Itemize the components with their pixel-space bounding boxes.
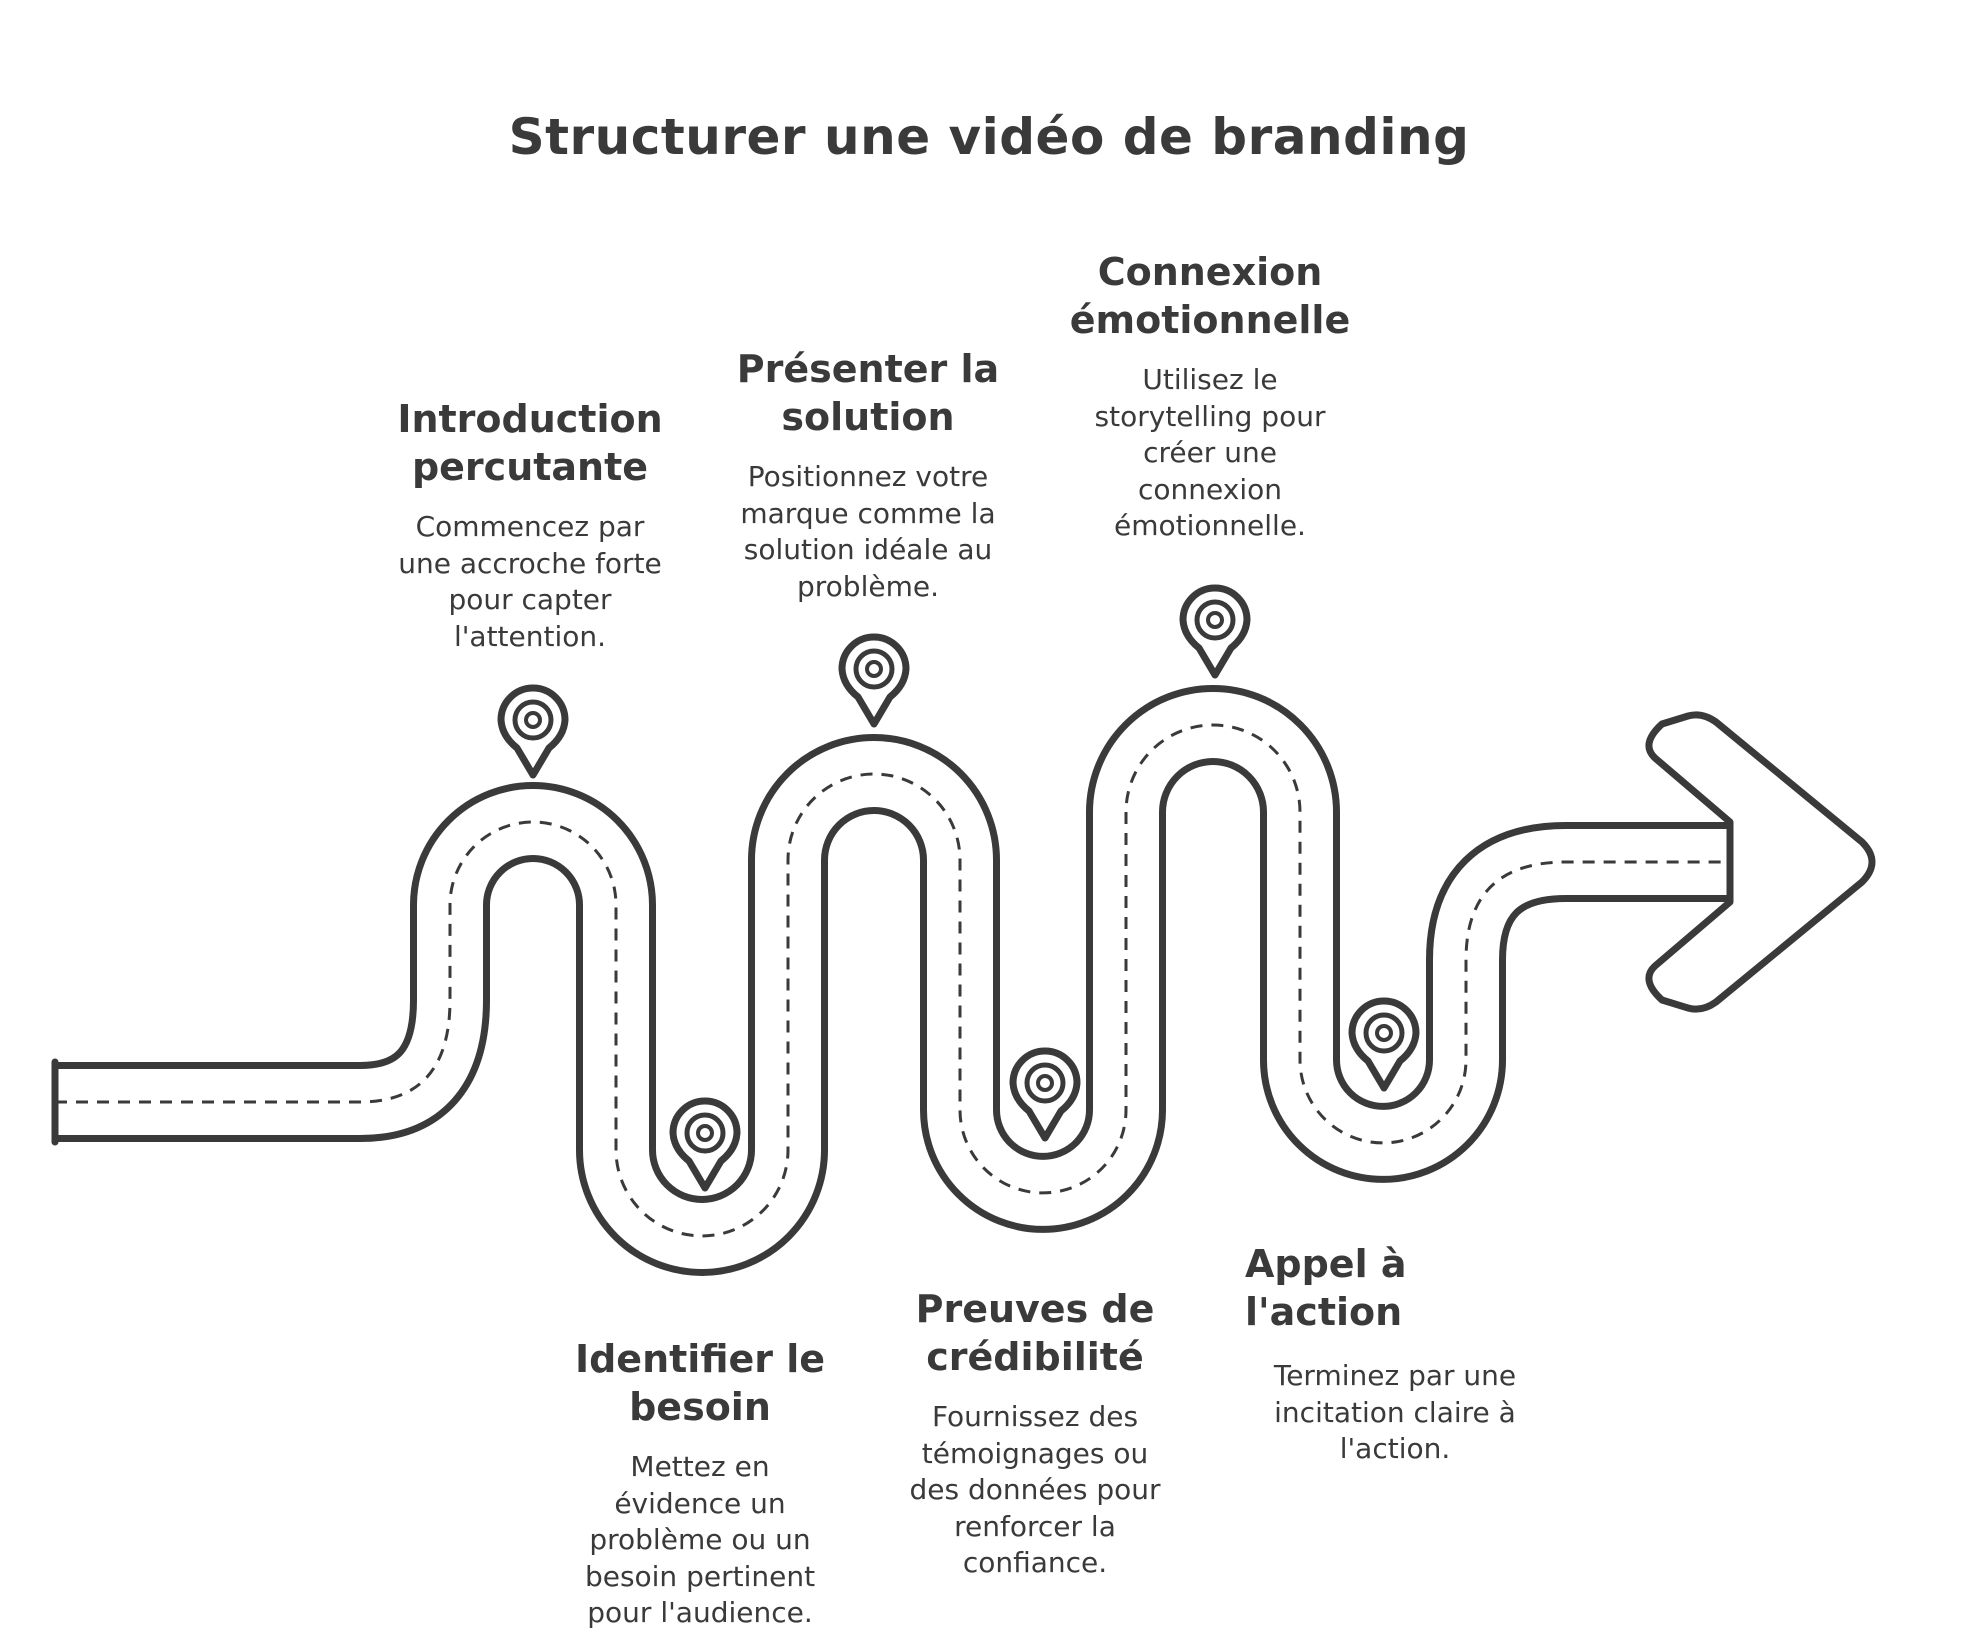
- step-title-line: émotionnelle: [1069, 298, 1351, 342]
- step-title-line: solution: [781, 395, 955, 439]
- step-title: Connexion émotionnelle: [1060, 248, 1360, 344]
- step-introduction: Introduction percutante Commencez par un…: [380, 395, 680, 655]
- step-title: Présenter la solution: [718, 345, 1018, 441]
- step-description-line: Fournissez des: [931, 1400, 1139, 1433]
- step-title-line: percutante: [411, 445, 649, 489]
- step-description: Mettez en évidence un problème ou un bes…: [555, 1449, 845, 1632]
- step-presenter-solution: Présenter la solution Positionnez votre …: [718, 345, 1018, 605]
- location-pin-icon: [1009, 1047, 1081, 1142]
- step-description-line: pour capter: [448, 583, 612, 616]
- step-title-line: Preuves de: [915, 1287, 1155, 1331]
- step-preuves-credibilite: Preuves de crédibilité Fournissez des té…: [880, 1285, 1190, 1582]
- location-pin-icon: [669, 1097, 741, 1192]
- step-description-line: évidence un: [614, 1486, 786, 1520]
- step-description-line: émotionnelle.: [1114, 509, 1306, 542]
- step-title: Appel à l'action: [1245, 1240, 1545, 1336]
- step-description-line: créer une: [1143, 436, 1277, 469]
- step-appel-action: Appel à l'action Terminez par une incita…: [1245, 1240, 1545, 1468]
- step-description-line: marque comme la: [740, 496, 996, 530]
- step-description: Commencez par une accroche forte pour ca…: [380, 509, 680, 655]
- step-title-line: Appel à: [1245, 1242, 1407, 1286]
- step-description-line: une accroche forte: [398, 546, 662, 580]
- step-description-line: besoin pertinent: [584, 1559, 816, 1593]
- step-title-line: l'action: [1245, 1290, 1403, 1334]
- step-description-line: incitation claire à: [1274, 1395, 1516, 1429]
- step-description: Utilisez le storytelling pour créer une …: [1060, 362, 1360, 545]
- step-description-line: confiance.: [962, 1546, 1108, 1579]
- step-description-line: témoignages ou: [921, 1436, 1149, 1470]
- step-identifier-besoin: Identifier le besoin Mettez en évidence …: [555, 1335, 845, 1632]
- step-description-line: connexion: [1138, 472, 1282, 506]
- location-pin-icon: [838, 633, 910, 728]
- step-description-line: pour l'audience.: [587, 1596, 813, 1629]
- location-pin-icon: [497, 684, 569, 779]
- step-description-line: Commencez par: [415, 510, 645, 543]
- location-pin-icon: [1179, 584, 1251, 679]
- step-title-line: besoin: [629, 1385, 771, 1429]
- location-pin-icon: [1348, 997, 1420, 1092]
- step-title: Preuves de crédibilité: [880, 1285, 1190, 1381]
- step-title-line: Identifier le: [574, 1337, 826, 1381]
- step-description-line: problème ou un: [589, 1523, 811, 1556]
- step-title-line: Présenter la: [736, 347, 1000, 391]
- step-description-line: solution idéale au: [743, 533, 993, 566]
- road-surface: [55, 725, 1730, 1236]
- step-title-line: crédibilité: [926, 1335, 1144, 1379]
- step-title: Identifier le besoin: [555, 1335, 845, 1431]
- step-description: Terminez par une incitation claire à l'a…: [1245, 1358, 1545, 1468]
- page-title: Structurer une vidéo de branding: [508, 108, 1470, 166]
- step-description-line: l'attention.: [453, 619, 607, 653]
- step-description-line: l'action.: [1339, 1432, 1451, 1465]
- step-description-line: storytelling pour: [1094, 399, 1326, 433]
- step-description-line: Positionnez votre: [747, 460, 989, 493]
- step-description-line: Terminez par une: [1273, 1359, 1517, 1392]
- step-connexion-emotionnelle: Connexion émotionnelle Utilisez le story…: [1060, 248, 1360, 545]
- step-title-line: Connexion: [1097, 250, 1323, 294]
- step-title: Introduction percutante: [380, 395, 680, 491]
- step-description: Positionnez votre marque comme la soluti…: [718, 459, 1018, 605]
- step-description: Fournissez des témoignages ou des donnée…: [880, 1399, 1190, 1582]
- step-description-line: Utilisez le: [1142, 363, 1278, 396]
- step-description-line: des données pour: [909, 1473, 1161, 1506]
- step-description-line: renforcer la: [954, 1509, 1116, 1543]
- arrow-head-icon: [1645, 711, 1876, 1013]
- step-description-line: Mettez en: [630, 1450, 770, 1483]
- step-description-line: problème.: [797, 569, 939, 603]
- step-title-line: Introduction: [397, 397, 663, 441]
